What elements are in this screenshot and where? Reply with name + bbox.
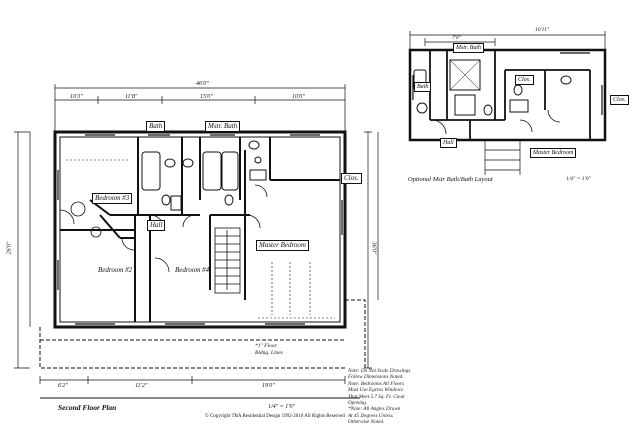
main-bay-lines [39, 299, 366, 369]
optional-stairs [484, 140, 521, 175]
copyright-text: © Copyright TBA Residential Design 1992-… [205, 414, 345, 419]
dim-bottom-b: 11'2" [135, 383, 148, 389]
main-plan-scale: 1/4" = 1'0" [268, 404, 296, 410]
main-dimension-lines [14, 84, 379, 384]
dim-left-overall: 26'0" [6, 241, 13, 255]
opt-room-label-clos-center: Clos. [515, 75, 534, 85]
optional-door-swings [431, 109, 561, 135]
dim-bottom-c: 19'0" [262, 383, 275, 389]
main-fixtures [141, 140, 267, 211]
note-line: *Note: All Angles Drawn [348, 406, 401, 413]
opt-dim-top-a: 7'0" [452, 35, 461, 41]
note-line: Opening. [348, 400, 368, 407]
main-dashed-lines [66, 159, 335, 319]
floor-note-2: Bldng. Lines [255, 350, 283, 356]
room-label-bedroom-2: Bedroom #2 [98, 266, 133, 274]
dim-bottom-a: 6'2" [58, 383, 68, 389]
optional-dimension-lines [409, 31, 606, 50]
note-line: At 45 Degrees Unless [348, 412, 393, 419]
main-plan-caption: Second Floor Plan [58, 403, 117, 412]
room-label-bedroom-4: Bedroom #4 [175, 266, 210, 274]
main-stairs [214, 227, 241, 294]
room-label-clos: Clos. [341, 173, 362, 184]
room-label-mstr-bath: Mstr. Bath [205, 121, 241, 132]
main-interior-walls [60, 137, 340, 322]
optional-windows [409, 49, 606, 115]
opt-dim-top-b: 10'11" [535, 27, 550, 33]
note-line: Otherwise Noted. [348, 419, 385, 426]
note-line: Note: Bedrooms All Floors [348, 380, 405, 387]
dim-top-c: 15'0" [200, 94, 213, 100]
opt-room-label-clos-right: Clos. [610, 95, 629, 105]
opt-room-label-hall: Hall [440, 138, 457, 148]
optional-outer-walls [408, 48, 607, 142]
dim-right-overall: 36'0" [370, 241, 377, 255]
dim-top-overall: 46'0" [196, 81, 209, 87]
room-label-master-bedroom: Master Bedroom [256, 240, 309, 251]
note-line: Note: Do Not Scale Drawings [348, 368, 411, 374]
main-door-swings [59, 184, 268, 273]
opt-room-label-bath: Bath [414, 82, 432, 92]
opt-room-label-mstr-bath: Mstr. Bath [453, 43, 485, 53]
note-line: Must Use Egress Windows [348, 387, 403, 394]
dim-top-a: 10'3" [70, 94, 83, 100]
optional-plan-scale: 1/4" = 1'0" [566, 176, 591, 182]
dim-top-b: 11'8" [125, 94, 138, 100]
optional-plan-caption: Optional Mstr Bath/Bath Layout [408, 176, 493, 183]
room-label-hall: Hall [147, 220, 166, 231]
floor-note-1: *1" Floor [255, 343, 277, 349]
main-windows [54, 131, 346, 328]
optional-interior-walls [429, 50, 591, 140]
dim-top-d: 10'0" [292, 94, 305, 100]
optional-fixtures [413, 59, 572, 116]
note-line: That Meet 5.7 Sq. Ft. Clear [348, 393, 406, 400]
room-label-bedroom-3: Bedroom #3 [92, 193, 133, 204]
notes-block: Note: Do Not Scale Drawings Follow Dimen… [348, 368, 418, 426]
note-line: Follow Dimensions Noted. [348, 374, 404, 381]
room-label-bath: Bath [146, 121, 166, 132]
opt-room-label-master-bedroom: Master Bedroom [530, 148, 577, 158]
